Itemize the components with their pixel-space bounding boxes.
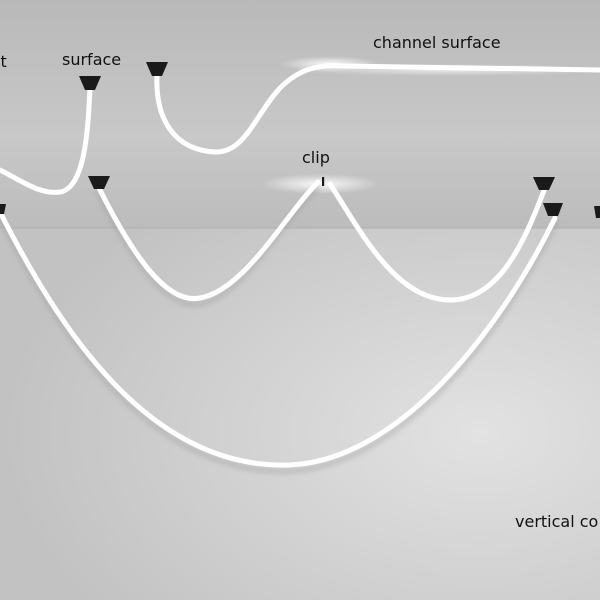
mount-right-2 — [543, 203, 563, 216]
clip-glow — [260, 174, 380, 194]
mount-clip-left — [88, 176, 110, 189]
label-vertical: vertical co — [515, 512, 599, 531]
mount-edge-left — [0, 204, 6, 214]
label-surface: surface — [62, 50, 122, 69]
label-clip: clip — [302, 148, 330, 167]
clip-marker — [322, 177, 325, 186]
light-tubes — [0, 63, 600, 468]
tube-channel — [154, 63, 600, 155]
label-exit: it — [0, 52, 7, 71]
mount-right-1 — [533, 177, 555, 190]
wall — [0, 228, 600, 600]
mount-surface — [79, 76, 101, 90]
mount-channel — [146, 62, 168, 76]
tube-clip-left — [95, 179, 321, 302]
tube-clip-right — [327, 181, 548, 303]
tube-vertical-large — [0, 209, 558, 468]
mount-edge-right — [594, 206, 600, 218]
ceiling-mounts — [0, 62, 600, 218]
label-channel-surface: channel surface — [373, 33, 501, 52]
tube-surface-left — [0, 85, 93, 195]
